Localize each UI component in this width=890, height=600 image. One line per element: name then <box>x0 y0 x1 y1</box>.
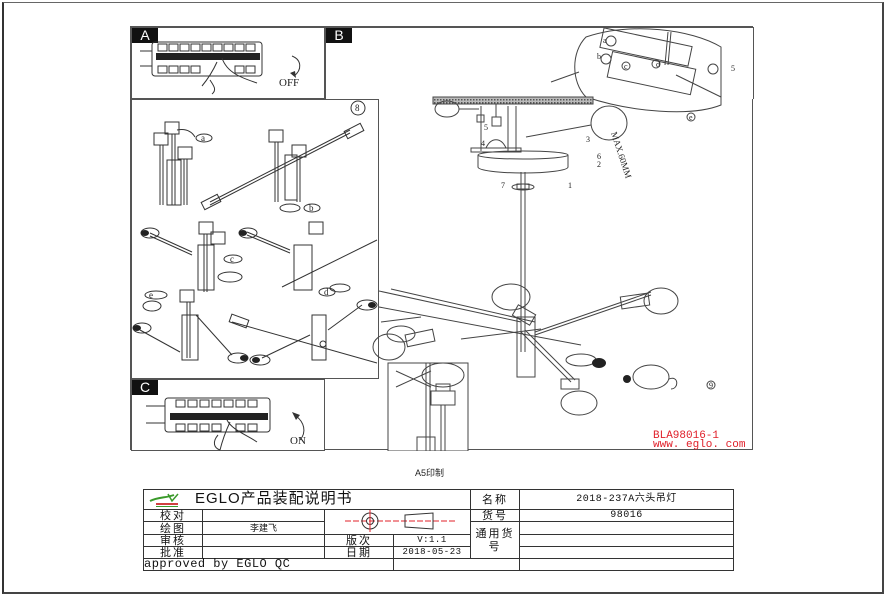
breaker-on-illustration: ON <box>146 397 306 451</box>
panel-label-a: A <box>132 28 158 43</box>
step-6: 6 <box>597 152 601 161</box>
product-name: 2018-237A六头吊灯 <box>519 489 734 510</box>
footer-empty-cell <box>393 558 520 571</box>
title-cell: EGLO产品装配说明书 <box>143 489 471 510</box>
detail-callout-e: e <box>689 113 693 122</box>
name-label: 名称 <box>470 489 520 510</box>
review-label: 审核 <box>143 534 203 547</box>
pendant-lamp-assembly-illustration: 5 a b c d e 1 2 3 4 5 6 7 9 MAX.60MM <box>372 27 735 451</box>
step-4: 4 <box>481 139 485 148</box>
general-item-label: 通用货号 <box>470 521 520 559</box>
date-value: 2018-05-23 <box>393 546 471 559</box>
print-format-note: A5印制 <box>415 468 445 478</box>
projection-symbol <box>324 509 471 535</box>
step-2: 2 <box>597 160 601 169</box>
title-block: EGLO产品装配说明书 名称 2018-237A六头吊灯 校对 货号 98016… <box>143 489 734 571</box>
drawn-label: 绘图 <box>143 521 203 535</box>
item-no-label: 货号 <box>470 509 520 522</box>
off-label: OFF <box>279 77 299 89</box>
callout-e: e <box>149 290 153 300</box>
panel-label-b: B <box>326 28 352 43</box>
approved-by-note: approved by EGLO QC <box>143 558 394 571</box>
eglo-logo <box>144 491 192 509</box>
general-item-value-2 <box>519 534 734 547</box>
max-length-note: MAX.60MM <box>609 131 633 180</box>
callout-d: d <box>324 287 329 297</box>
callout-a: a <box>201 133 205 143</box>
step-1: 1 <box>568 181 572 190</box>
step-8-number: 8 <box>355 103 360 113</box>
version-value: V:1.1 <box>393 534 471 547</box>
document-title: EGLO产品装配说明书 <box>195 489 353 507</box>
date-label: 日期 <box>324 546 394 559</box>
instruction-sheet: A OFF B <box>130 26 754 451</box>
reference-code: BLA98016-1 <box>653 430 720 442</box>
detail-callout-c: c <box>624 62 628 71</box>
general-item-value-3 <box>519 546 734 559</box>
detail-callout-a: a <box>603 36 607 45</box>
detail-callout-5: 5 <box>731 64 735 73</box>
general-item-value-1 <box>519 521 734 535</box>
arm-assembly-illustration: 8 a b c d e <box>132 100 378 366</box>
callout-b: b <box>309 203 314 213</box>
panel-c-power-on: C ON <box>131 379 325 451</box>
breaker-off-illustration: OFF <box>140 41 301 95</box>
detail-callout-b: b <box>597 52 601 61</box>
reference-website: www. eglo. com <box>653 439 746 451</box>
review-value <box>202 534 325 547</box>
detail-callout-d: d <box>656 60 660 69</box>
step-9: 9 <box>709 381 713 390</box>
step-3: 3 <box>586 135 590 144</box>
item-number: 98016 <box>519 509 734 522</box>
page-border <box>2 2 884 594</box>
callout-c: c <box>230 254 234 264</box>
on-label: ON <box>290 435 306 447</box>
panel-a-power-off: A OFF <box>131 27 325 99</box>
panel-b-installation: B <box>325 27 754 99</box>
panel-step-8-arms: 8 a b c d e <box>131 99 379 379</box>
proofread-label: 校对 <box>143 509 203 522</box>
drawn-by: 李建飞 <box>202 521 325 535</box>
step-7: 7 <box>501 181 505 190</box>
step-5: 5 <box>484 123 488 132</box>
version-label: 版次 <box>324 534 394 547</box>
proofread-value <box>202 509 325 522</box>
panel-label-c: C <box>132 380 158 395</box>
footer-empty-cell-2 <box>519 558 734 571</box>
